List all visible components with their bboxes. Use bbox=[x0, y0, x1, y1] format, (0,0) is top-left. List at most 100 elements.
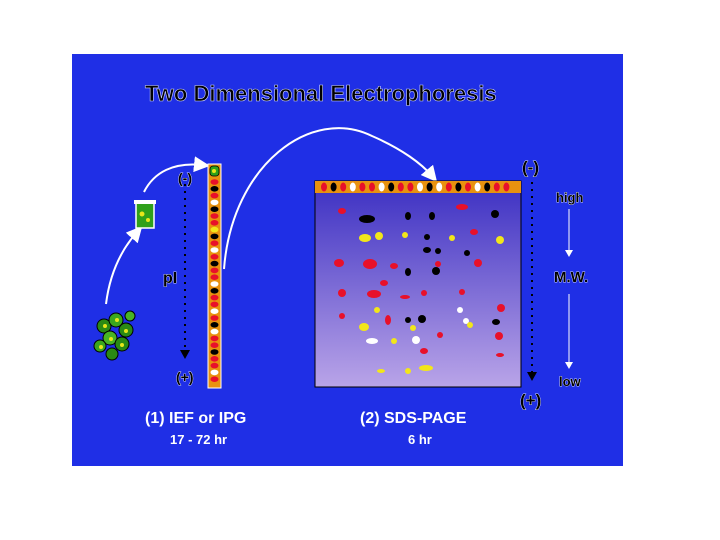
gel-protein-spot bbox=[405, 317, 411, 323]
sds-gel bbox=[314, 180, 522, 388]
gel-protein-spot bbox=[423, 247, 431, 253]
top-strip-band bbox=[426, 182, 433, 192]
page-title: Two Dimensional Electrophoresis bbox=[145, 81, 497, 106]
gel-protein-spot bbox=[435, 261, 441, 267]
gel-protein-spot bbox=[412, 336, 420, 344]
top-strip-band bbox=[330, 182, 337, 192]
strip-band bbox=[210, 274, 219, 280]
strip-band bbox=[210, 233, 219, 240]
gel-protein-spot bbox=[457, 307, 463, 313]
gel-protein-spot bbox=[459, 289, 465, 295]
mw-label: M.W. bbox=[554, 269, 588, 286]
gel-protein-spot bbox=[363, 259, 377, 269]
gel-protein-spot bbox=[375, 232, 383, 240]
strip-band bbox=[210, 288, 219, 294]
sample-cell-cluster-icon bbox=[93, 310, 136, 361]
strip-band bbox=[210, 328, 219, 335]
strip-band bbox=[210, 260, 219, 267]
top-strip-band bbox=[455, 182, 462, 192]
gel-protein-spot bbox=[359, 234, 371, 242]
top-strip-band bbox=[445, 182, 452, 192]
gel-protein-spot bbox=[421, 290, 427, 296]
diagram-canvas: Two Dimensional Electrophoresis bbox=[93, 81, 589, 447]
ief-axis-arrowhead-icon bbox=[180, 350, 190, 359]
gel-protein-spot bbox=[429, 212, 435, 220]
sds-plus-label: (+) bbox=[520, 391, 541, 410]
gel-protein-spot bbox=[374, 307, 380, 313]
top-strip-band bbox=[417, 182, 423, 192]
strip-band bbox=[210, 247, 219, 253]
strip-band bbox=[210, 376, 219, 383]
strip-band bbox=[210, 186, 219, 192]
gel-protein-spot bbox=[418, 315, 426, 323]
gel-protein-spot bbox=[405, 212, 411, 220]
gel-protein-spot bbox=[497, 304, 505, 312]
top-strip-band bbox=[493, 182, 500, 192]
strip-band bbox=[210, 206, 219, 212]
gel-protein-spot bbox=[491, 210, 499, 218]
gel-protein-spot bbox=[464, 250, 470, 256]
gel-protein-spot bbox=[449, 235, 455, 241]
gel-protein-spot bbox=[470, 229, 478, 235]
strip-band bbox=[210, 308, 219, 314]
top-strip-band bbox=[359, 182, 366, 192]
strip-band bbox=[210, 179, 219, 185]
sds-minus-label: (-) bbox=[522, 158, 539, 177]
top-strip-band bbox=[474, 182, 481, 192]
sample-tube-icon bbox=[134, 200, 156, 229]
strip-band bbox=[210, 362, 219, 369]
step2-title: (2) SDS-PAGE bbox=[360, 410, 467, 427]
top-strip-band bbox=[321, 182, 327, 192]
top-strip-band bbox=[378, 182, 385, 192]
slide-panel: Two Dimensional Electrophoresis bbox=[72, 54, 623, 466]
gel-protein-spot bbox=[495, 332, 503, 340]
gel-protein-spot bbox=[424, 234, 430, 240]
step2-time: 6 hr bbox=[408, 432, 432, 447]
top-strip-band bbox=[340, 182, 347, 192]
ief-minus-label: (-) bbox=[178, 170, 192, 186]
gel-protein-spot bbox=[367, 290, 381, 298]
ief-plus-label: (+) bbox=[176, 369, 194, 385]
gel-protein-spot bbox=[432, 267, 440, 275]
gel-protein-spot bbox=[334, 259, 344, 267]
mw-high-label: high bbox=[556, 190, 583, 205]
strip-band bbox=[210, 254, 219, 260]
gel-protein-spot bbox=[474, 259, 482, 267]
gel-protein-spot bbox=[420, 348, 428, 354]
gel-protein-spot bbox=[405, 368, 411, 374]
gel-protein-spot bbox=[385, 315, 391, 325]
strip-band bbox=[210, 369, 219, 376]
gel-protein-spot bbox=[463, 318, 469, 324]
gel-protein-spot bbox=[366, 338, 378, 344]
gel-protein-spot bbox=[359, 323, 369, 331]
step1-title: (1) IEF or IPG bbox=[145, 410, 246, 427]
strip-band bbox=[210, 335, 219, 342]
gel-protein-spot bbox=[496, 236, 504, 244]
top-strip-band bbox=[388, 182, 395, 192]
gel-protein-spot bbox=[338, 208, 346, 214]
strip-band bbox=[210, 356, 219, 362]
top-strip-band bbox=[369, 182, 375, 192]
gel-protein-spot bbox=[391, 338, 397, 344]
gel-protein-spot bbox=[419, 365, 433, 371]
strip-band bbox=[210, 220, 219, 226]
gel-protein-spot bbox=[390, 263, 398, 269]
strip-band bbox=[210, 226, 219, 233]
gel-protein-spot bbox=[456, 204, 468, 210]
strip-band bbox=[210, 213, 219, 219]
gel-protein-spot bbox=[339, 313, 345, 319]
strip-band bbox=[210, 281, 219, 287]
top-strip-band bbox=[484, 182, 491, 192]
top-strip-band bbox=[503, 182, 510, 192]
gel-protein-spot bbox=[435, 248, 441, 254]
strip-band bbox=[210, 301, 219, 308]
strip-band bbox=[210, 199, 219, 206]
gel-protein-spot bbox=[400, 295, 410, 299]
sds-axis-arrowhead-icon bbox=[527, 372, 537, 381]
gel-protein-spot bbox=[410, 325, 416, 331]
sample-to-tube-arrow bbox=[105, 225, 143, 305]
tube-to-strip-arrow bbox=[143, 156, 210, 193]
strip-band bbox=[210, 267, 219, 274]
strip-to-gel-arrow bbox=[223, 127, 438, 270]
mw-upper-arrowhead-icon bbox=[565, 250, 573, 257]
